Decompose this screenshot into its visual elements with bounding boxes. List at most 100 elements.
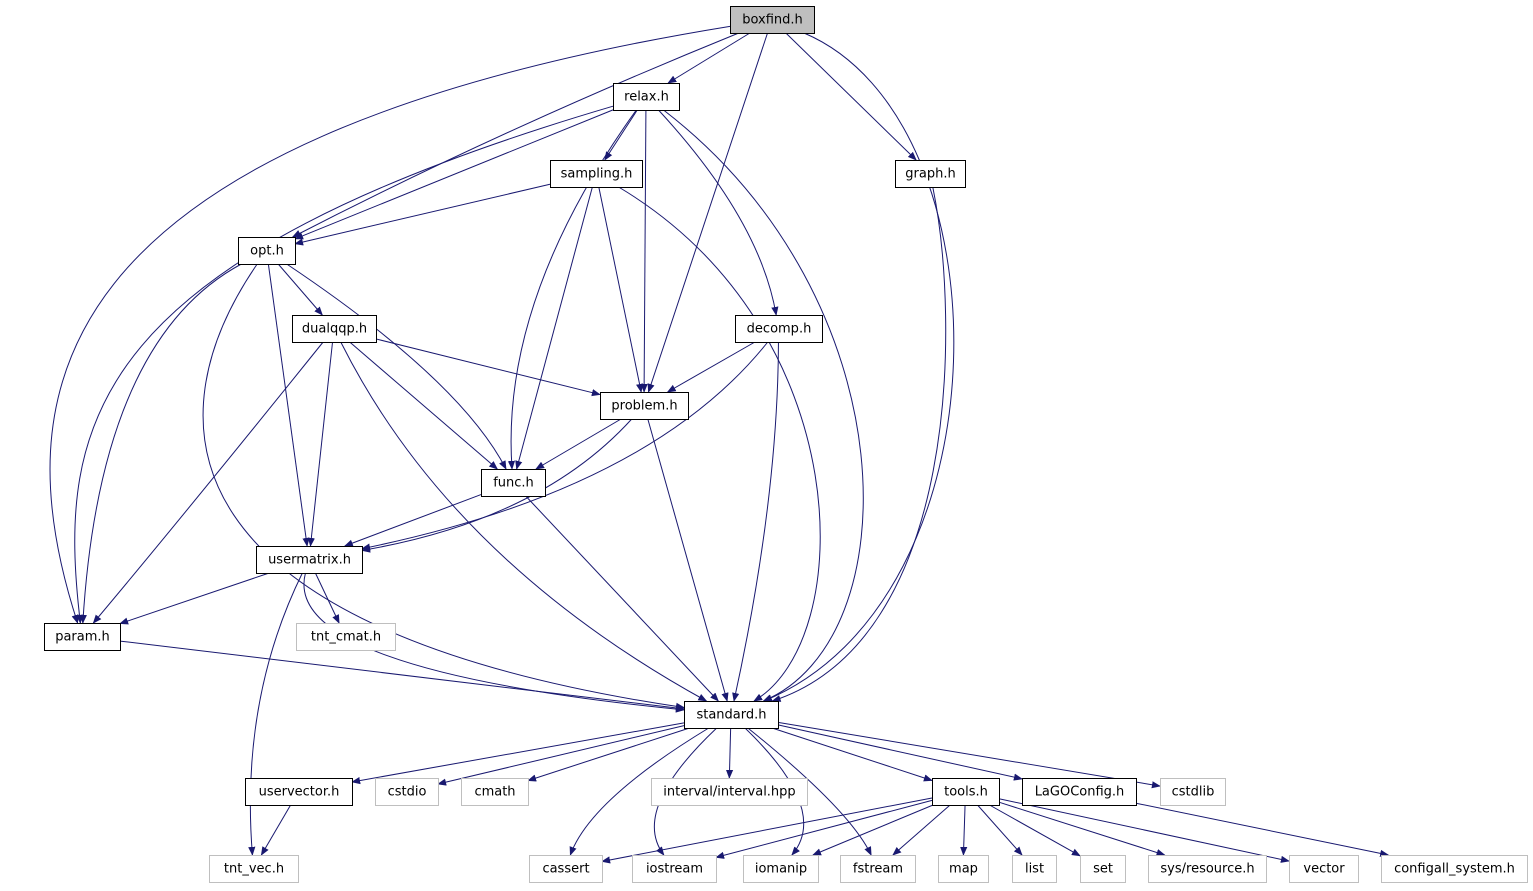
node-label-decomp: decomp.h <box>747 322 812 337</box>
node-label-cstdio: cstdio <box>388 785 427 800</box>
edge-problem-func <box>535 418 622 470</box>
node-opt[interactable]: opt.h <box>238 237 296 265</box>
node-param[interactable]: param.h <box>44 623 121 651</box>
node-decomp[interactable]: decomp.h <box>735 315 823 343</box>
node-interval: interval/interval.hpp <box>651 778 808 806</box>
node-label-opt: opt.h <box>250 244 284 259</box>
node-box-standard <box>684 701 779 729</box>
nodes-layer: boxfind.h relax.h graph.h sampling.h opt.h du… <box>44 6 1528 883</box>
edge-opt-func <box>286 263 507 470</box>
node-label-lagoconfig: LaGOConfig.h <box>1035 785 1125 800</box>
node-configall: configall_system.h <box>1381 855 1528 883</box>
edge-relax-decomp <box>658 109 779 316</box>
edge-relax-opt <box>294 109 614 240</box>
edge-problem-standard <box>647 418 729 702</box>
node-box-graph <box>895 160 966 188</box>
edge-sampling-standard <box>618 186 821 702</box>
node-func[interactable]: func.h <box>481 469 546 497</box>
edge-tools-vector <box>998 798 1290 863</box>
node-uservector[interactable]: uservector.h <box>245 778 353 806</box>
edge-standard-lagoconfig <box>777 724 1023 781</box>
node-box-tools <box>932 778 1000 806</box>
node-lagoconfig[interactable]: LaGOConfig.h <box>1022 778 1137 806</box>
node-set: set <box>1080 855 1126 883</box>
node-usermatrix[interactable]: usermatrix.h <box>256 546 363 574</box>
edge-standard-fstream <box>747 727 872 856</box>
node-label-tnt_vec: tnt_vec.h <box>224 862 284 877</box>
node-label-map: map <box>949 862 978 877</box>
node-cstdlib: cstdlib <box>1160 778 1226 806</box>
edge-opt-param <box>79 263 242 624</box>
node-cassert: cassert <box>529 855 603 883</box>
node-relax[interactable]: relax.h <box>613 83 680 111</box>
edge-opt-usermatrix <box>267 263 310 547</box>
node-box-uservector <box>245 778 353 806</box>
node-list: list <box>1012 855 1057 883</box>
edge-decomp-problem <box>666 341 756 393</box>
node-label-set: set <box>1093 862 1113 877</box>
node-dualqqp[interactable]: dualqqp.h <box>292 315 377 343</box>
edge-tools-list <box>977 804 1023 856</box>
node-standard[interactable]: standard.h <box>684 701 779 729</box>
node-tools[interactable]: tools.h <box>932 778 1000 806</box>
edge-sampling-func <box>515 186 593 470</box>
edge-sampling-problem <box>598 186 644 393</box>
node-box-iostream <box>632 855 717 883</box>
node-label-cmath: cmath <box>474 785 515 800</box>
edge-boxfind-graph <box>785 32 917 161</box>
node-iostream: iostream <box>632 855 717 883</box>
node-sampling[interactable]: sampling.h <box>550 160 643 188</box>
node-problem[interactable]: problem.h <box>600 392 689 420</box>
node-box-configall <box>1381 855 1528 883</box>
edge-decomp-usermatrix <box>361 341 769 551</box>
node-label-interval: interval/interval.hpp <box>663 785 795 800</box>
node-label-list: list <box>1025 862 1044 877</box>
node-sysresource: sys/resource.h <box>1148 855 1267 883</box>
node-box-cassert <box>529 855 603 883</box>
node-label-tnt_cmat: tnt_cmat.h <box>311 630 381 645</box>
edge-usermatrix-param <box>119 572 270 625</box>
edge-standard-cassert <box>569 727 709 856</box>
node-box-decomp <box>735 315 823 343</box>
node-box-sysresource <box>1148 855 1267 883</box>
node-label-param: param.h <box>55 630 110 645</box>
node-label-boxfind: boxfind.h <box>742 13 803 28</box>
node-box-tnt_cmat <box>296 623 396 651</box>
node-map: map <box>938 855 989 883</box>
node-box-list <box>1012 855 1057 883</box>
node-label-uservector: uservector.h <box>259 785 340 800</box>
node-box-relax <box>613 83 680 111</box>
node-box-sampling <box>550 160 643 188</box>
node-vector: vector <box>1289 855 1359 883</box>
edge-boxfind-standard <box>763 32 955 702</box>
edge-graph-standard <box>771 186 947 702</box>
node-iomanip: iomanip <box>743 855 819 883</box>
node-label-sysresource: sys/resource.h <box>1160 862 1254 877</box>
edge-lagoconfig-configall <box>1135 802 1390 857</box>
node-label-relax: relax.h <box>624 90 669 105</box>
node-box-vector <box>1289 855 1359 883</box>
node-box-usermatrix <box>256 546 363 574</box>
node-label-sampling: sampling.h <box>561 167 633 182</box>
edge-relax-param <box>74 105 614 624</box>
edge-dualqqp-usermatrix <box>307 341 334 547</box>
edge-boxfind-opt <box>291 32 739 238</box>
edge-sampling-opt <box>294 183 551 246</box>
node-box-cmath <box>461 778 529 806</box>
edge-func-standard <box>525 495 719 702</box>
node-box-fstream <box>840 855 916 883</box>
node-label-problem: problem.h <box>611 399 677 414</box>
edge-standard-cmath <box>527 727 690 782</box>
edge-boxfind-relax <box>667 32 751 84</box>
edge-tools-map <box>960 804 968 856</box>
node-label-cassert: cassert <box>542 862 589 877</box>
node-tnt_vec: tnt_vec.h <box>209 855 299 883</box>
node-box-param <box>44 623 121 651</box>
edge-tools-set <box>989 804 1081 857</box>
node-box-map <box>938 855 989 883</box>
node-label-dualqqp: dualqqp.h <box>302 322 367 337</box>
node-graph[interactable]: graph.h <box>895 160 966 188</box>
edge-standard-tools <box>771 727 933 782</box>
edge-tools-sysresource <box>998 801 1166 856</box>
